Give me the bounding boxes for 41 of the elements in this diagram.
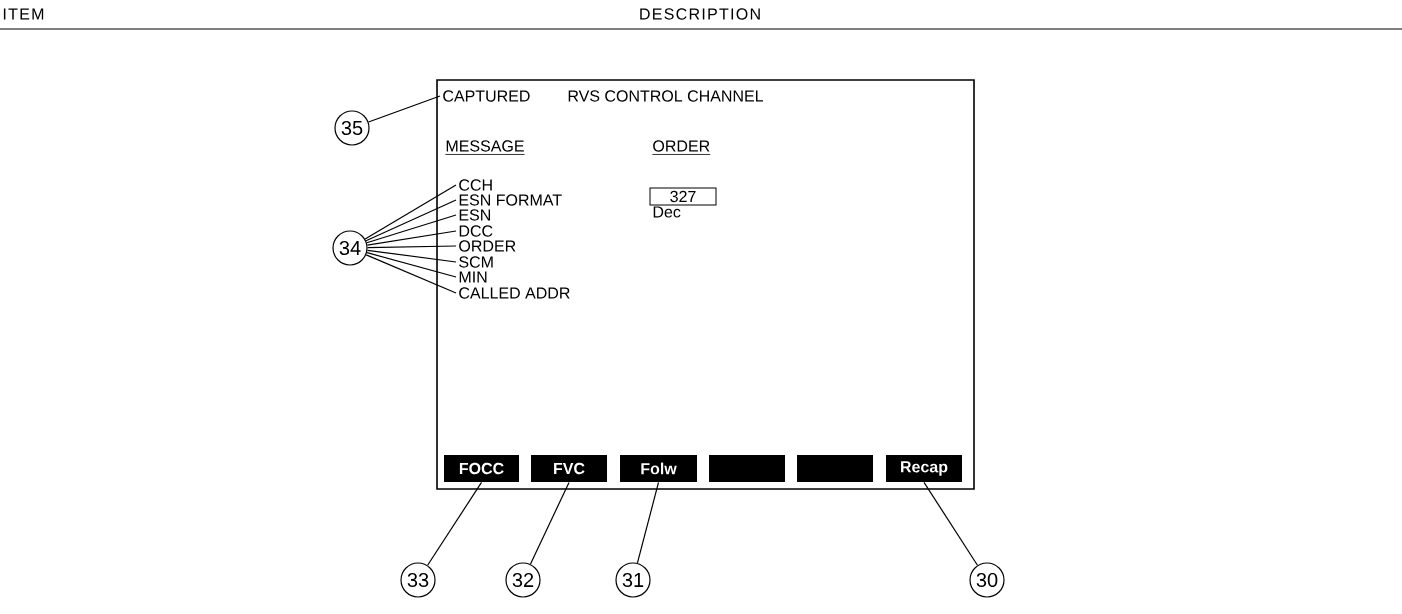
menu-item: ESN	[459, 209, 490, 221]
menu-item: CAPTURED	[443, 90, 530, 102]
leader-line	[364, 184, 457, 240]
column-heading: ITEM	[3, 8, 44, 20]
menu-item: SCM	[459, 256, 493, 268]
softkey: FVC	[531, 455, 607, 482]
softkey: Folw	[620, 455, 697, 482]
column-heading: ORDER	[652, 140, 711, 155]
blank-softkey	[709, 455, 785, 482]
softkey: Recap	[886, 455, 962, 482]
leader-line	[366, 230, 457, 246]
value-field: 327	[649, 187, 717, 206]
leader-line	[529, 481, 570, 565]
menu-item: DCC	[459, 225, 493, 237]
menu-item: CALLED ADDR	[459, 287, 570, 299]
leader-line	[366, 249, 457, 263]
leader-line	[923, 481, 979, 566]
callout-number: 30	[969, 562, 1005, 598]
leader-line	[367, 245, 457, 249]
menu-item: CCH	[459, 179, 492, 191]
callout-number: 34	[332, 230, 368, 266]
leader-line	[365, 199, 457, 242]
leader-line	[366, 214, 457, 244]
blank-softkey	[797, 455, 873, 482]
column-heading: DESCRIPTION	[640, 8, 760, 20]
softkey: FOCC	[444, 455, 519, 482]
display-screen	[436, 79, 975, 490]
callout-number: 31	[615, 562, 651, 598]
leader-line	[427, 481, 483, 566]
leader-line	[366, 252, 457, 278]
column-heading: MESSAGE	[445, 140, 525, 155]
screen-text: RVS CONTROL CHANNEL	[568, 90, 764, 102]
menu-item: ORDER	[459, 240, 516, 252]
menu-item: ESN FORMAT	[459, 194, 562, 206]
callout-number: 33	[400, 562, 436, 598]
leader-line	[365, 254, 457, 294]
callout-number: 32	[505, 562, 541, 598]
callout-number: 35	[334, 110, 370, 146]
menu-item: MIN	[459, 271, 487, 283]
leader-line	[367, 95, 441, 123]
leader-line	[636, 481, 660, 564]
